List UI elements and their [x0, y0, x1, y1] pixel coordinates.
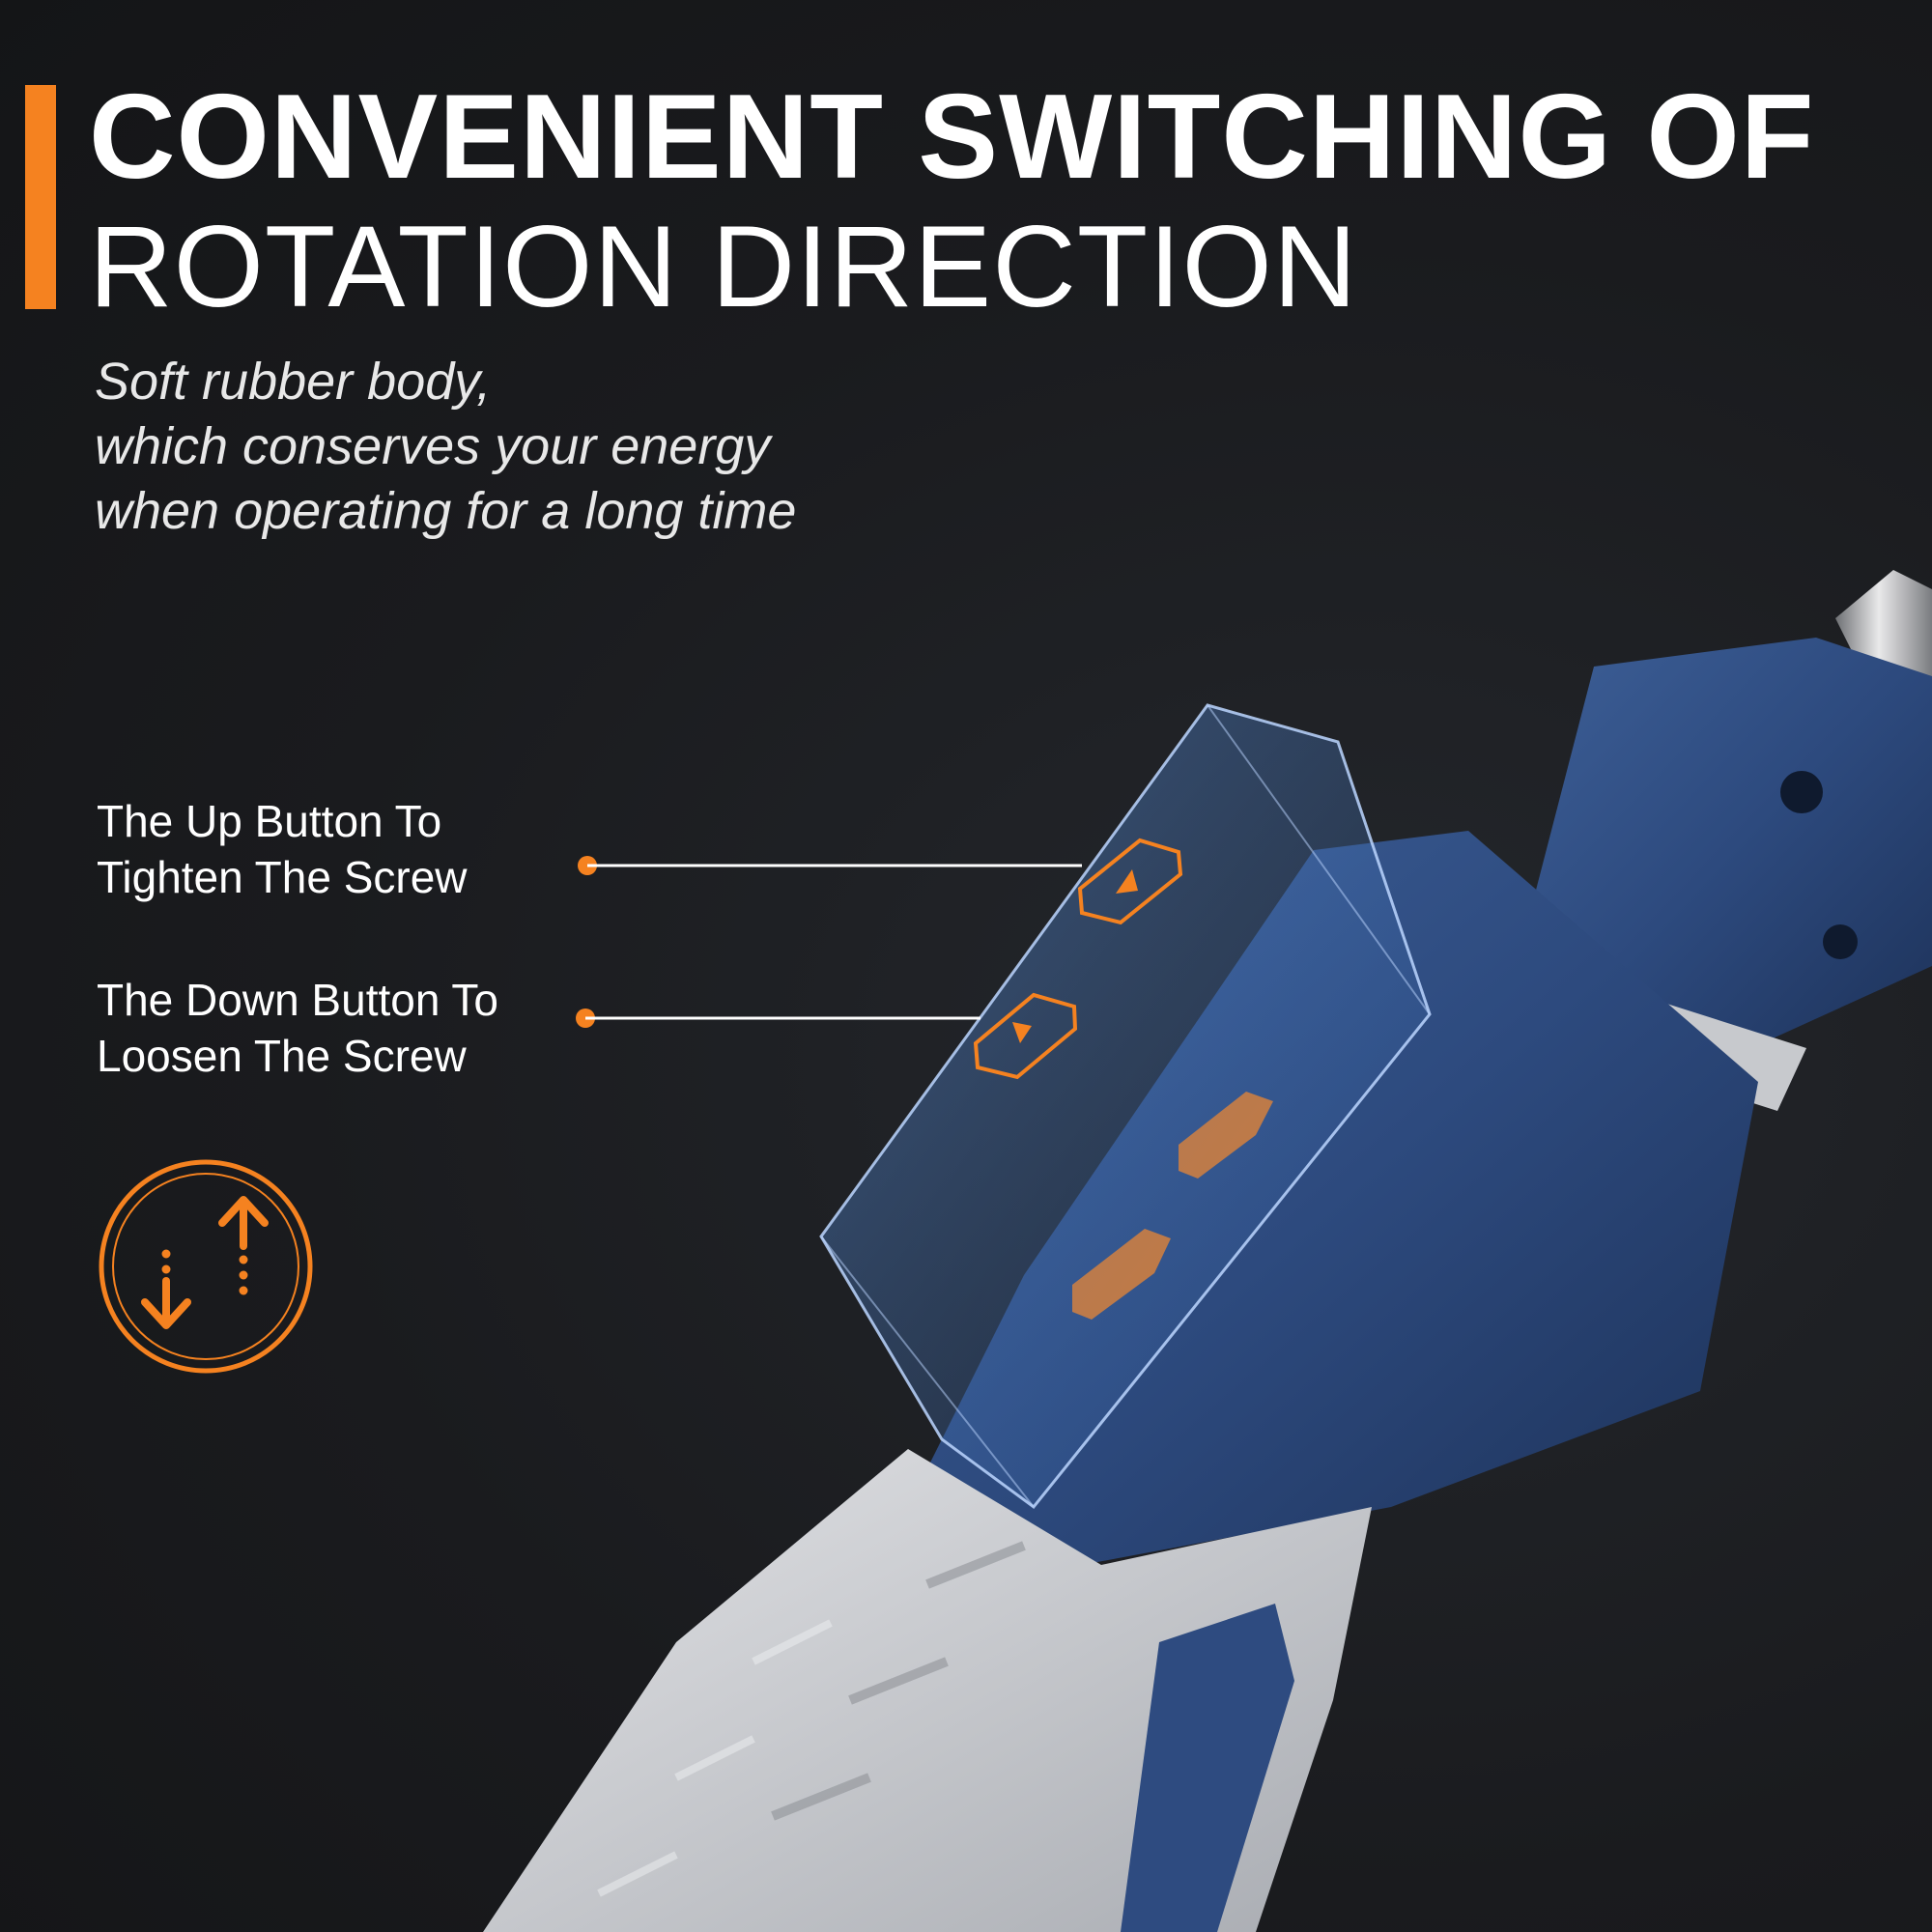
up-callout-pointer: [578, 856, 1082, 875]
screwdriver-head: [1526, 638, 1932, 1063]
callout-line: The Down Button To: [97, 975, 498, 1025]
headline-accent-bar: [25, 85, 56, 309]
vent-hole: [1780, 771, 1823, 813]
subtitle-line: which conserves your energy: [95, 417, 771, 475]
rotation-direction-icon: [99, 1159, 313, 1374]
vent-hole: [1823, 924, 1858, 959]
callout-line: Loosen The Screw: [97, 1031, 467, 1081]
subtitle-line: when operating for a long time: [95, 482, 797, 540]
callout-line: Tighten The Screw: [97, 852, 468, 902]
up-button-magnified: [1077, 838, 1183, 925]
subtitle: Soft rubber body, which conserves your e…: [95, 350, 796, 544]
headline-line-1: CONVENIENT SWITCHING OF: [89, 71, 1815, 204]
down-callout-pointer: [576, 1009, 980, 1028]
magnifier-box: [819, 703, 1432, 1510]
up-button-callout: The Up Button To Tighten The Screw: [97, 793, 468, 905]
callout-line: The Up Button To: [97, 796, 442, 846]
headline-line-2: ROTATION DIRECTION: [89, 202, 1358, 331]
down-button-magnified: [973, 992, 1078, 1080]
subtitle-line: Soft rubber body,: [95, 353, 492, 411]
down-button-callout: The Down Button To Loosen The Screw: [97, 972, 498, 1084]
